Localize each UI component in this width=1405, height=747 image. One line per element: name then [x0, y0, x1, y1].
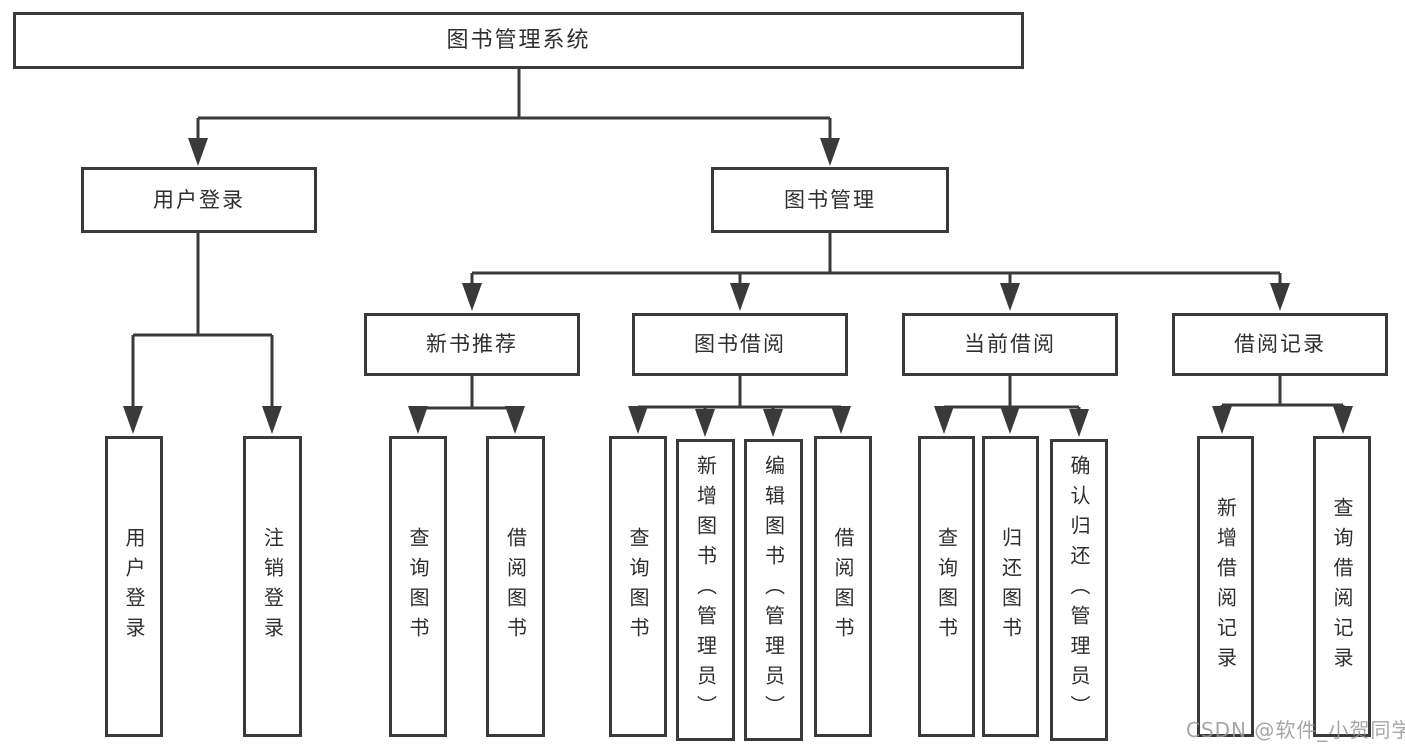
node-leaf-return-book-label: 归还图书: [998, 526, 1023, 647]
node-book-borrowing: 图书借阅: [632, 313, 848, 376]
node-root: 图书管理系统: [13, 12, 1024, 69]
node-leaf-confirm-return-admin: 确认归还（管理员）: [1050, 439, 1108, 741]
node-new-book-recommend: 新书推荐: [364, 313, 580, 376]
node-leaf-return-book: 归还图书: [982, 436, 1039, 737]
node-current-borrowing-label: 当前借阅: [964, 332, 1056, 356]
watermark: CSDN @软件_小贺同学: [1186, 718, 1405, 742]
node-new-book-recommend-label: 新书推荐: [426, 332, 518, 356]
node-leaf-query-books-2-label: 查询图书: [626, 526, 650, 647]
node-leaf-edit-book-admin-label: 编辑图书（管理员）: [761, 455, 786, 725]
node-borrowing-records: 借阅记录: [1172, 313, 1388, 376]
node-user-login: 用户登录: [81, 167, 317, 233]
node-leaf-add-book-admin-label: 新增图书（管理员）: [693, 455, 718, 725]
node-leaf-query-books-3: 查询图书: [918, 436, 975, 737]
node-leaf-add-book-admin: 新增图书（管理员）: [676, 439, 735, 741]
node-leaf-confirm-return-admin-label: 确认归还（管理员）: [1067, 455, 1091, 725]
node-leaf-logout-label: 注销登录: [260, 526, 285, 647]
node-leaf-user-login: 用户登录: [105, 436, 163, 737]
node-leaf-borrow-books-2: 借阅图书: [814, 436, 872, 737]
node-leaf-edit-book-admin: 编辑图书（管理员）: [744, 439, 803, 741]
node-leaf-query-books-2: 查询图书: [609, 436, 667, 737]
node-leaf-add-borrow-record: 新增借阅记录: [1197, 436, 1254, 737]
node-leaf-user-login-label: 用户登录: [122, 526, 146, 647]
node-book-management-label: 图书管理: [784, 187, 876, 212]
node-leaf-borrow-books-1-label: 借阅图书: [503, 526, 528, 647]
node-current-borrowing: 当前借阅: [902, 313, 1118, 376]
node-leaf-query-borrow-record-label: 查询借阅记录: [1330, 496, 1354, 677]
node-leaf-logout: 注销登录: [243, 436, 302, 737]
node-book-borrowing-label: 图书借阅: [694, 332, 786, 356]
node-leaf-query-books-3-label: 查询图书: [934, 526, 959, 647]
arrowheads: [123, 138, 1353, 437]
node-leaf-borrow-books-1: 借阅图书: [486, 436, 545, 737]
node-leaf-add-borrow-record-label: 新增借阅记录: [1213, 496, 1238, 677]
node-root-label: 图书管理系统: [446, 27, 591, 53]
node-leaf-query-books-1-label: 查询图书: [406, 526, 430, 647]
node-user-login-label: 用户登录: [153, 187, 245, 212]
node-leaf-borrow-books-2-label: 借阅图书: [831, 526, 855, 647]
node-book-management: 图书管理: [711, 167, 949, 233]
node-borrowing-records-label: 借阅记录: [1234, 332, 1326, 356]
node-leaf-query-borrow-record: 查询借阅记录: [1313, 436, 1371, 737]
node-leaf-query-books-1: 查询图书: [389, 436, 447, 737]
